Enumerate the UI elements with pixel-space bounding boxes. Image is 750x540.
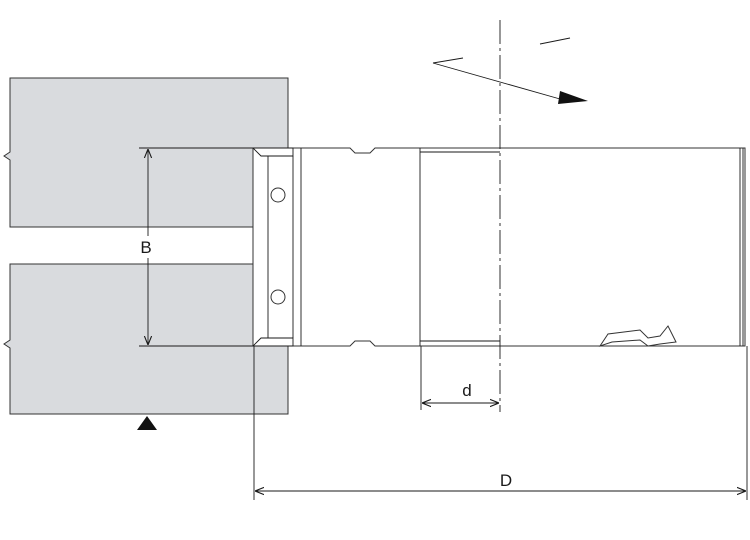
rotation-arrow-icon bbox=[558, 91, 588, 104]
rotation-line-upper bbox=[432, 57, 464, 64]
feed-direction-triangle-icon bbox=[137, 416, 157, 430]
dim-label-b: B bbox=[140, 238, 151, 257]
rotation-arrow-shaft bbox=[432, 62, 561, 100]
cutting-tooth bbox=[598, 325, 677, 347]
workpiece-upper bbox=[3, 77, 289, 228]
workpiece-lower bbox=[3, 263, 289, 415]
screw-hole-lower bbox=[270, 289, 286, 305]
cutter-body bbox=[252, 147, 746, 347]
rotation-line-upper-right bbox=[539, 37, 571, 45]
screw-hole-upper bbox=[270, 187, 286, 203]
dim-label-capital-d: D bbox=[500, 471, 512, 490]
dim-label-small-d: d bbox=[462, 381, 471, 400]
